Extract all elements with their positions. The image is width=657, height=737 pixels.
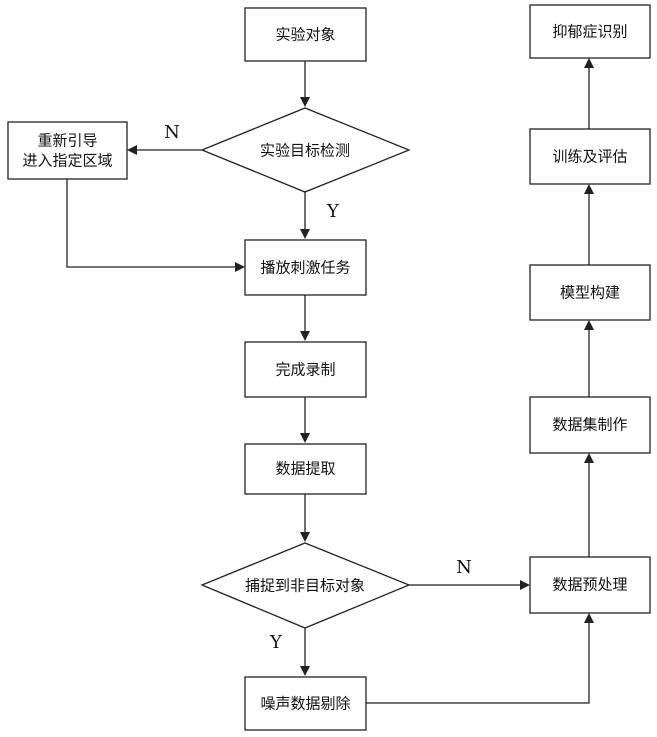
node-preprocess-label: 数据预处理: [552, 576, 627, 594]
arrowhead-icon: [300, 229, 310, 239]
node-depression-recog-label: 抑郁症识别: [552, 23, 627, 41]
node-reguide-label-line1: 重新引导: [37, 132, 97, 150]
node-record-done-label: 完成录制: [275, 361, 335, 379]
arrowhead-icon: [584, 320, 594, 330]
node-subject-label: 实验对象: [275, 26, 335, 44]
node-data-extract-label: 数据提取: [275, 460, 335, 478]
node-noise-remove-label: 噪声数据剔除: [260, 695, 350, 713]
label-capture-no: N: [456, 557, 472, 578]
arrowhead-icon: [300, 666, 310, 676]
node-train-eval-label: 训练及评估: [552, 148, 627, 166]
arrowhead-icon: [127, 145, 137, 155]
arrowhead-icon: [584, 453, 594, 463]
arrowhead-icon: [584, 58, 594, 68]
arrowhead-icon: [300, 331, 310, 341]
edge-reguide-to-play: [67, 179, 235, 267]
arrowhead-icon: [520, 580, 530, 590]
label-capture-yes: Y: [269, 632, 283, 653]
node-play-task-label: 播放刺激任务: [260, 259, 350, 277]
arrowhead-icon: [584, 184, 594, 194]
arrowhead-icon: [300, 97, 310, 107]
edge-noise-to-preprocess: [366, 623, 589, 703]
arrowhead-icon: [300, 532, 310, 542]
node-dataset-make-label: 数据集制作: [552, 416, 627, 434]
node-model-build-label: 模型构建: [560, 284, 620, 302]
label-detect-yes: Y: [326, 201, 340, 222]
label-detect-no: N: [164, 122, 180, 143]
decision-target-detect-label: 实验目标检测: [260, 142, 350, 160]
flowchart-nodes: 实验对象 实验目标检测 重新引导 进入指定区域 播放刺激任务 完成录制 数据提取…: [8, 5, 650, 730]
arrowhead-icon: [300, 433, 310, 443]
arrowhead-icon: [584, 613, 594, 623]
node-reguide-label-line2: 进入指定区域: [22, 152, 112, 170]
decision-capture-nontarget-label: 捕捉到非目标对象: [245, 577, 365, 595]
arrowhead-icon: [235, 262, 245, 272]
